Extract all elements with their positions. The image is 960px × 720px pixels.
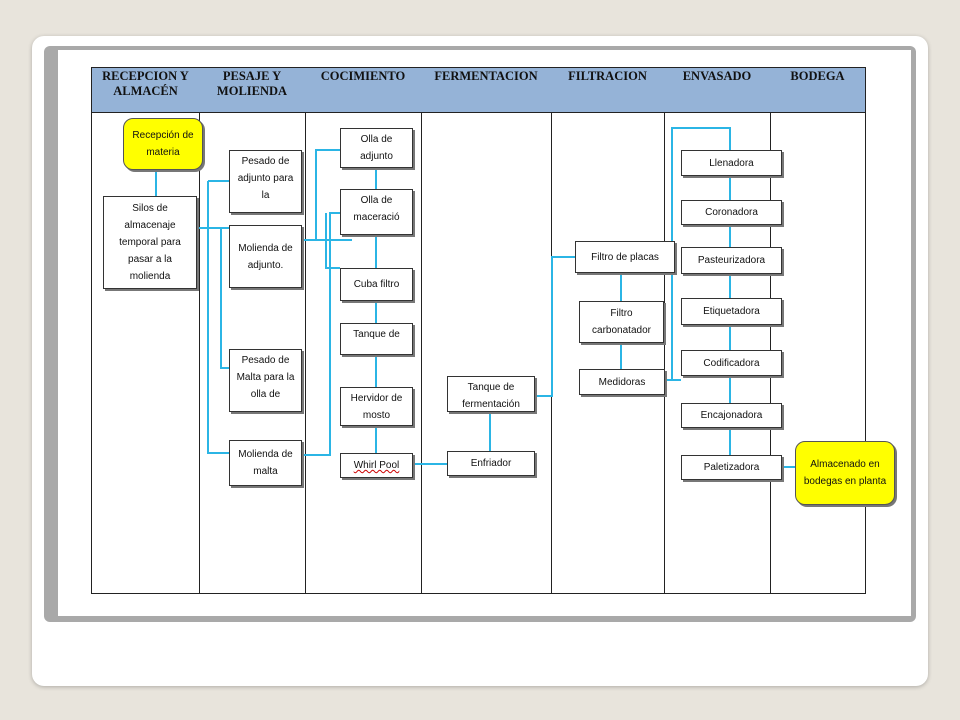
node-recepcion: Recepción de materia — [123, 118, 203, 170]
lane-cocimiento — [305, 112, 422, 594]
connector-olla-maceracion — [325, 213, 340, 269]
node-almacenado: Almacenado en bodegas en planta — [795, 441, 895, 505]
node-etiquetadora: Etiquetadora — [681, 298, 782, 325]
node-molienda-malta: Molienda de malta — [229, 440, 302, 486]
node-paletizadora: Paletizadora — [681, 455, 782, 480]
node-molienda-adjunto: Molienda de adjunto. — [229, 225, 302, 288]
node-hervidor: Hervidor de mosto — [340, 387, 413, 426]
node-pesado-adjunto: Pesado de adjunto para la — [229, 150, 302, 213]
node-encajonadora: Encajonadora — [681, 403, 782, 428]
connector-pesaje-trunk-a — [207, 180, 229, 454]
node-coronadora: Coronadora — [681, 200, 782, 225]
node-olla-maceracion: Olla de maceració — [340, 189, 413, 235]
column-header-envasado: ENVASADO — [664, 67, 771, 113]
column-header-fermentacion: FERMENTACION — [421, 67, 552, 113]
node-tanque-mosto: Tanque de — [340, 323, 413, 355]
node-pesado-malta: Pesado de Malta para la olla de — [229, 349, 302, 412]
column-header-bodega: BODEGA — [770, 67, 866, 113]
column-header-cocimiento: COCIMIENTO — [305, 67, 422, 113]
node-cuba-filtro: Cuba filtro — [340, 268, 413, 301]
node-enfriador: Enfriador — [447, 451, 535, 476]
column-header-pesaje: PESAJE Y MOLIENDA — [199, 67, 306, 113]
node-filtro-placas: Filtro de placas — [575, 241, 675, 273]
connector-olla-adjunto — [315, 149, 340, 240]
node-whirlpool: Whirl Pool — [340, 453, 413, 478]
node-codificadora: Codificadora — [681, 350, 782, 376]
node-silos: Silos de almacenaje temporal para pasar … — [103, 196, 197, 289]
node-olla-adjunto: Olla de adjunto — [340, 128, 413, 168]
lane-bodega — [770, 112, 866, 594]
node-medidoras: Medidoras — [579, 369, 665, 395]
column-header-filtracion: FILTRACION — [551, 67, 665, 113]
node-filtro-carbonatador: Filtro carbonatador — [579, 301, 664, 343]
lane-filtracion — [551, 112, 665, 594]
connector-molienda-malta — [302, 212, 340, 456]
lane-recepcion — [91, 112, 200, 594]
connector-ferm-filtro — [535, 256, 575, 397]
node-pasteurizadora: Pasteurizadora — [681, 247, 782, 274]
node-tanque-fermentacion: Tanque de fermentación — [447, 376, 535, 412]
node-llenadora: Llenadora — [681, 150, 782, 176]
lane-pesaje — [199, 112, 306, 594]
connector-pesaje-trunk-b — [220, 228, 229, 369]
